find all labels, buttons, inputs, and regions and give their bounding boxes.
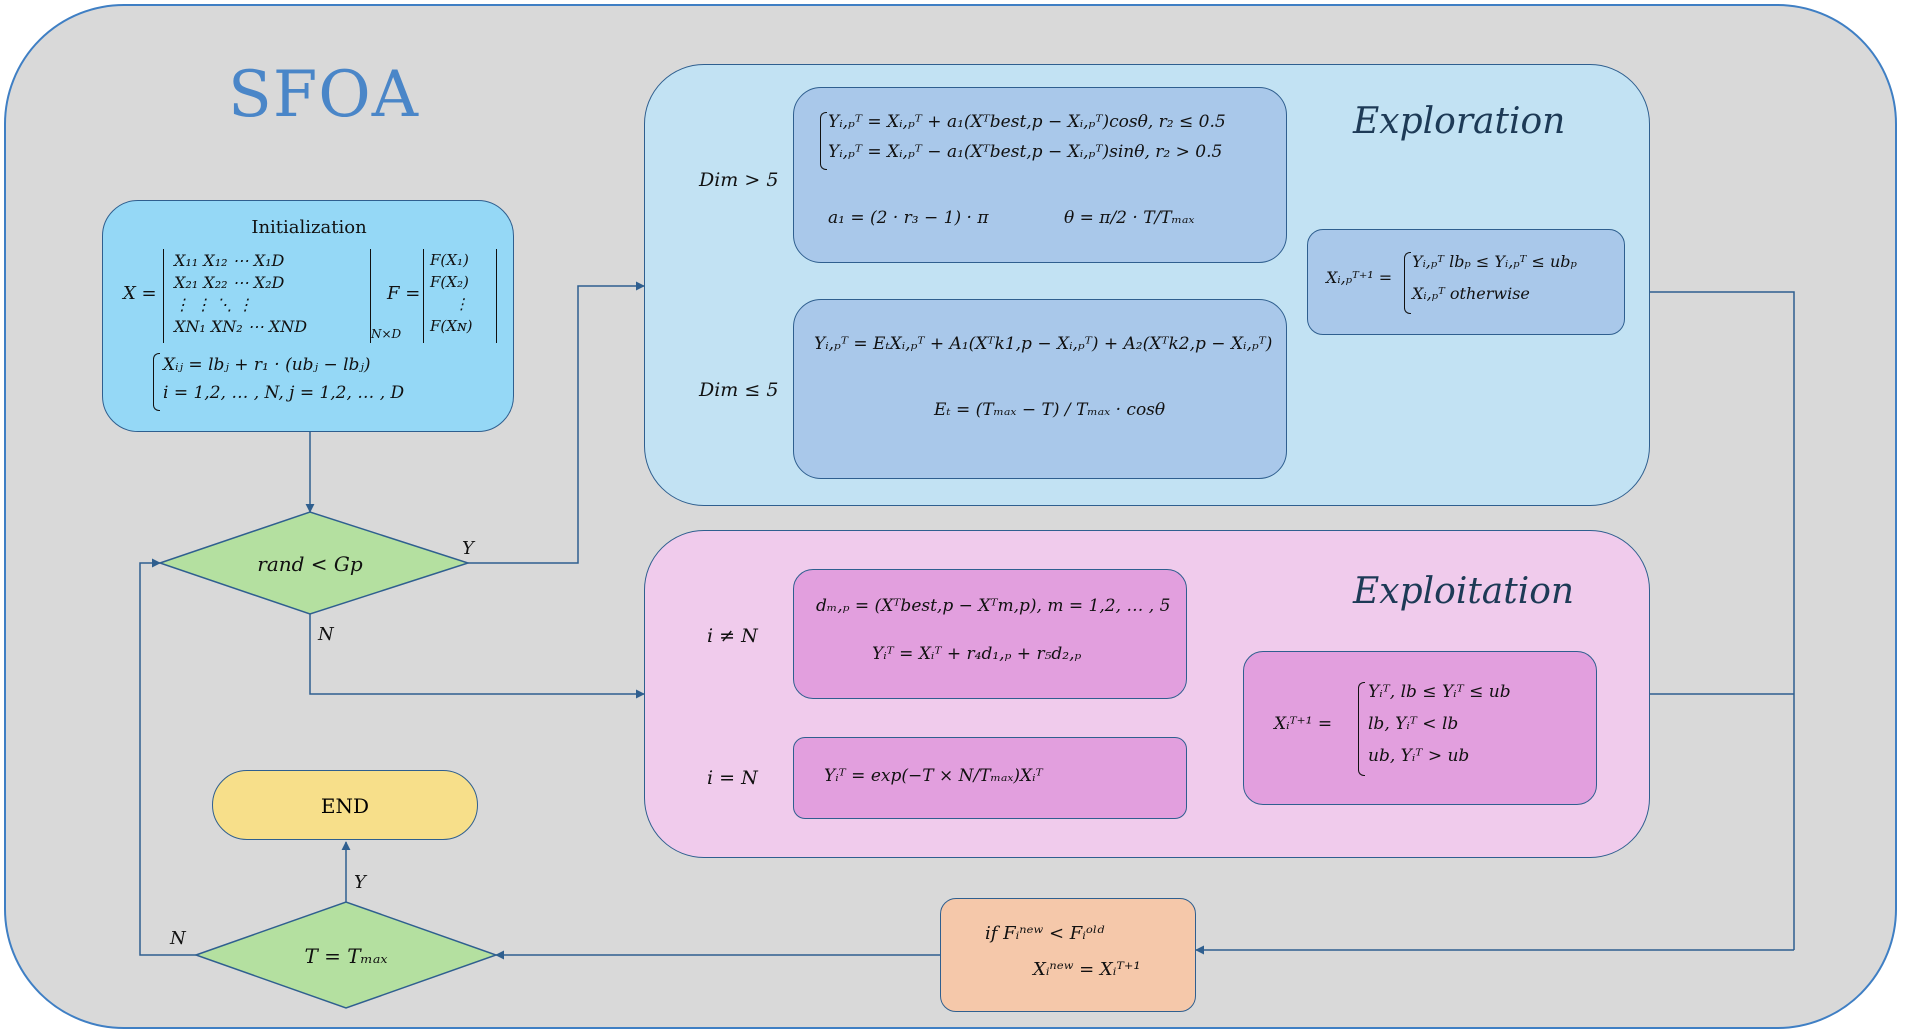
exploitation-boundary-box: Xᵢᵀ⁺¹ = Yᵢᵀ, lb ≤ Yᵢᵀ ≤ ub lb, Yᵢᵀ < lb … bbox=[1243, 651, 1597, 805]
end-terminator: END bbox=[212, 770, 478, 840]
exploitation-i-ne-n-box: dₘ,ₚ = (Xᵀbest,p − Xᵀm,p), m = 1,2, … , … bbox=[793, 569, 1187, 699]
condition-i-eq-n: i = N bbox=[707, 767, 758, 789]
exploration-eq-theta: θ = π/2 · T/Tₘₐₓ bbox=[1064, 208, 1195, 228]
decision-tmax-label: T = Tₘₐₓ bbox=[304, 944, 388, 968]
decision-gp-label: rand < Gp bbox=[257, 552, 363, 576]
diagram-title: SFOA bbox=[228, 58, 419, 132]
exploitation-heading: Exploitation bbox=[1353, 571, 1575, 612]
brace-icon bbox=[1404, 252, 1411, 314]
exploitation-i-eq-n-box: Yᵢᵀ = exp(−T × N/Tₘₐₓ)Xᵢᵀ bbox=[793, 737, 1187, 819]
initialization-box: Initialization X = X₁₁ X₁₂ ⋯ X₁D X₂₁ X₂₂… bbox=[102, 200, 514, 432]
brace-icon bbox=[820, 112, 827, 170]
exploitation-eq-d: dₘ,ₚ = (Xᵀbest,p − Xᵀm,p), m = 1,2, … , … bbox=[816, 596, 1171, 616]
f-row-4: F(Xɴ) bbox=[430, 317, 473, 335]
arrow-no-to-exploitation bbox=[309, 614, 645, 699]
update-assignment: Xᵢⁿᵉʷ = Xᵢᵀ⁺¹ bbox=[1033, 959, 1141, 980]
exploitation-bound-lhs: Xᵢᵀ⁺¹ = bbox=[1274, 714, 1333, 734]
matrix-row-4: XN₁ XN₂ ⋯ XND bbox=[174, 317, 308, 336]
matrix-f-label: F = bbox=[387, 283, 421, 304]
init-eq-2: i = 1,2, … , N, j = 1,2, … , D bbox=[163, 383, 405, 403]
matrix-size-subscript: N×D bbox=[371, 327, 402, 341]
arrow-yes-to-exploration bbox=[468, 281, 645, 564]
condition-dim-gt-5: Dim > 5 bbox=[699, 169, 779, 191]
update-condition: if Fᵢⁿᵉʷ < Fᵢᵒˡᵈ bbox=[985, 923, 1105, 944]
init-brace bbox=[153, 353, 160, 411]
exploitation-bound-2: lb, Yᵢᵀ < lb bbox=[1368, 714, 1459, 734]
initialization-heading: Initialization bbox=[251, 217, 367, 238]
exploration-bound-2: Xᵢ,ₚᵀ otherwise bbox=[1412, 284, 1530, 303]
exploration-eq-levy: Yᵢ,ₚᵀ = EₜXᵢ,ₚᵀ + A₁(Xᵀk1,p − Xᵢ,ₚᵀ) + A… bbox=[814, 334, 1273, 354]
matrix-row-3: ⋮ ⋮ ⋱ ⋮ bbox=[174, 295, 254, 314]
exploitation-bound-1: Yᵢᵀ, lb ≤ Yᵢᵀ ≤ ub bbox=[1368, 682, 1511, 702]
matrix-f-brackets: F(X₁) F(X₂) ⋮ F(Xɴ) bbox=[423, 249, 497, 343]
exploration-heading: Exploration bbox=[1353, 101, 1566, 142]
condition-i-ne-n: i ≠ N bbox=[707, 625, 758, 647]
matrix-x-label: X = bbox=[123, 283, 157, 304]
exploitation-eq-y: Yᵢᵀ = Xᵢᵀ + r₄d₁,ₚ + r₅d₂,ₚ bbox=[872, 644, 1082, 664]
decision-diamond-gp bbox=[157, 511, 471, 615]
matrix-x-brackets: X₁₁ X₁₂ ⋯ X₁D X₂₁ X₂₂ ⋯ X₂D ⋮ ⋮ ⋱ ⋮ XN₁ … bbox=[163, 249, 371, 343]
exploration-boundary-box: Xᵢ,ₚᵀ⁺¹ = Yᵢ,ₚᵀ lbₚ ≤ Yᵢ,ₚᵀ ≤ ubₚ Xᵢ,ₚᵀ … bbox=[1307, 229, 1625, 335]
exploration-dim-gt-5-box: Yᵢ,ₚᵀ = Xᵢ,ₚᵀ + a₁(Xᵀbest,p − Xᵢ,ₚᵀ)cosθ… bbox=[793, 87, 1287, 263]
exploration-eq-sin: Yᵢ,ₚᵀ = Xᵢ,ₚᵀ − a₁(Xᵀbest,p − Xᵢ,ₚᵀ)sinθ… bbox=[828, 142, 1223, 162]
f-row-1: F(X₁) bbox=[430, 251, 469, 269]
exploration-bound-lhs: Xᵢ,ₚᵀ⁺¹ = bbox=[1326, 268, 1393, 287]
brace-icon bbox=[1358, 682, 1365, 776]
exploitation-box: Exploitation i ≠ N i = N dₘ,ₚ = (Xᵀbest,… bbox=[644, 530, 1650, 858]
init-eq-1: Xᵢⱼ = lbⱼ + r₁ · (ubⱼ − lbⱼ) bbox=[163, 355, 371, 375]
matrix-row-2: X₂₁ X₂₂ ⋯ X₂D bbox=[174, 273, 285, 292]
decision-tmax-no: N bbox=[170, 928, 186, 949]
decision-gp-yes: Y bbox=[462, 538, 474, 559]
exploration-eq-et: Eₜ = (Tₘₐₓ − T) / Tₘₐₓ · cosθ bbox=[934, 400, 1166, 420]
exploration-bound-1: Yᵢ,ₚᵀ lbₚ ≤ Yᵢ,ₚᵀ ≤ ubₚ bbox=[1412, 252, 1577, 271]
exploration-eq-cos: Yᵢ,ₚᵀ = Xᵢ,ₚᵀ + a₁(Xᵀbest,p − Xᵢ,ₚᵀ)cosθ… bbox=[828, 112, 1226, 132]
decision-diamond-tmax bbox=[193, 901, 499, 1009]
decision-tmax-yes: Y bbox=[354, 872, 366, 893]
matrix-row-1: X₁₁ X₁₂ ⋯ X₁D bbox=[174, 251, 285, 270]
exploitation-eq-exp: Yᵢᵀ = exp(−T × N/Tₘₐₓ)Xᵢᵀ bbox=[824, 766, 1043, 786]
line-exploration-to-rail bbox=[1650, 291, 1795, 950]
f-row-2: F(X₂) bbox=[430, 273, 469, 291]
decision-gp-no: N bbox=[318, 624, 334, 645]
exploration-eq-a1: a₁ = (2 · r₃ − 1) · π bbox=[828, 208, 989, 228]
exploitation-bound-3: ub, Yᵢᵀ > ub bbox=[1368, 746, 1470, 766]
f-row-3: ⋮ bbox=[454, 295, 469, 313]
update-box: if Fᵢⁿᵉʷ < Fᵢᵒˡᵈ Xᵢⁿᵉʷ = Xᵢᵀ⁺¹ bbox=[940, 898, 1196, 1012]
arrow-no-loop-back bbox=[139, 558, 196, 956]
exploration-dim-le-5-box: Yᵢ,ₚᵀ = EₜXᵢ,ₚᵀ + A₁(Xᵀk1,p − Xᵢ,ₚᵀ) + A… bbox=[793, 299, 1287, 479]
exploration-box: Exploration Dim > 5 Dim ≤ 5 Yᵢ,ₚᵀ = Xᵢ,ₚ… bbox=[644, 64, 1650, 506]
condition-dim-le-5: Dim ≤ 5 bbox=[699, 379, 779, 401]
